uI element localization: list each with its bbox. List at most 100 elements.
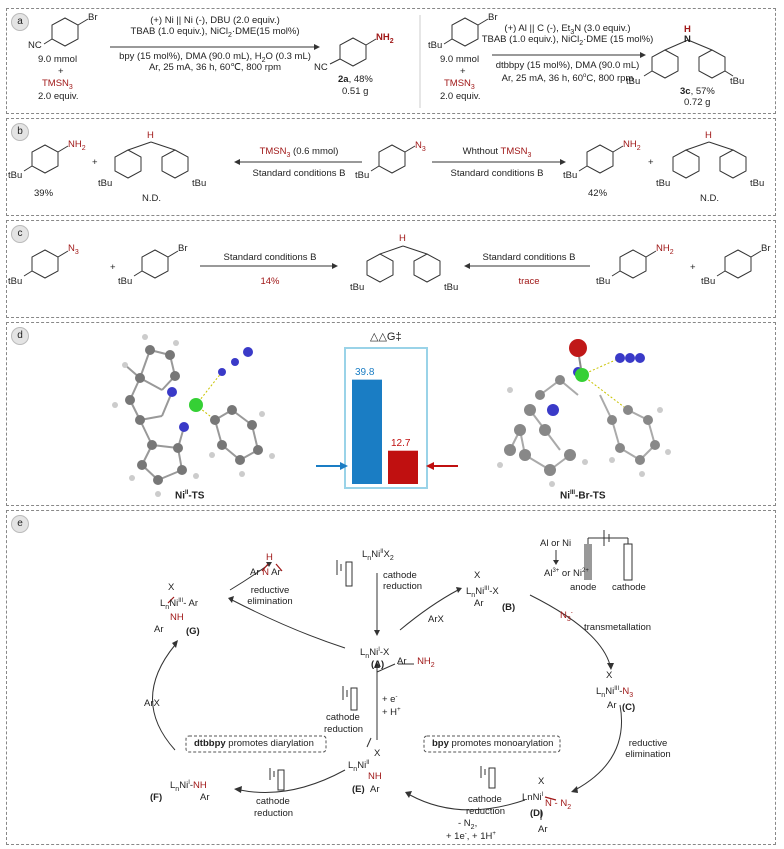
- cathode-label-f-2: reduction: [254, 808, 294, 819]
- cathode-label-f-1: cathode: [256, 796, 290, 807]
- mass-3c: 0.72 g: [684, 97, 711, 108]
- cathode-label-d-1: cathode: [468, 794, 502, 805]
- species-c: LnNiIII-N3: [596, 686, 634, 700]
- b-left-nd: N.D.: [142, 193, 161, 204]
- nh-label-3c-h: H: [684, 24, 691, 35]
- species-g-ar: Ar: [154, 624, 164, 635]
- arx-left: ArX: [144, 698, 160, 709]
- species-d: LnNiI: [522, 792, 544, 804]
- b-center-n3: N3: [415, 140, 426, 153]
- panel-a: a: [6, 8, 776, 114]
- panel-e: e: [6, 510, 776, 845]
- b-right-h: H: [705, 130, 712, 141]
- panel-label-b: b: [11, 123, 29, 141]
- product-diaryl-top: Ar N Ar: [250, 567, 281, 578]
- b-left-h: H: [147, 130, 154, 141]
- bpy-note: bpy promotes monoarylation: [432, 738, 554, 749]
- ar-nh2-product: Ar NH2: [397, 656, 435, 669]
- c-plus-2: +: [690, 262, 696, 273]
- c-center-tbu-2: tBu: [444, 282, 459, 293]
- nh-label-3c-n: N: [684, 34, 691, 45]
- cn-label-a1: NC: [28, 40, 42, 51]
- loss-n2: - N2,: [458, 818, 478, 831]
- species-g: LnNiIII- Ar: [160, 598, 198, 612]
- amount-a2: 9.0 mmol: [440, 54, 480, 65]
- conditions-a2-line2: TBAB (1.0 equiv.), NiCl2·DME (15 mol%): [481, 34, 654, 47]
- ni3-br-ts-label: NiIII-Br-TS: [560, 490, 606, 502]
- label-d: (D): [530, 808, 544, 819]
- b-left-yield: 39%: [34, 188, 54, 199]
- c-tbu-1: tBu: [8, 276, 23, 287]
- label-g: (G): [186, 626, 200, 637]
- b-left-tbu-3: tBu: [192, 178, 207, 189]
- plus-a1: +: [58, 66, 64, 77]
- species-b-ar: Ar: [474, 598, 484, 609]
- cathode-reduction-label-1: cathode: [383, 570, 417, 581]
- species-b: LnNiIII-X: [466, 586, 499, 600]
- label-f: (F): [150, 792, 163, 803]
- panel-b: b: [6, 118, 776, 216]
- species-e-ar: Ar: [370, 784, 380, 795]
- bar-value-label-0: 39.8: [355, 366, 375, 378]
- b-plus-2: +: [648, 157, 654, 168]
- bar-value-label-1: 12.7: [391, 437, 411, 449]
- c-center-tbu-1: tBu: [350, 282, 365, 293]
- chart-title: △△G‡: [370, 331, 402, 343]
- species-f: LnNiI-NH: [170, 780, 207, 794]
- yield-2a: 2a, 48%: [338, 74, 373, 85]
- label-e: (E): [352, 784, 365, 795]
- product-h-top: H: [266, 552, 273, 563]
- b-arrow-left-top: TMSN3 (0.6 mmol): [259, 146, 339, 159]
- tbu-label-3c-right: tBu: [730, 76, 745, 87]
- c-arrow-right-bot: trace: [518, 276, 540, 287]
- c-br-2: Br: [761, 243, 771, 254]
- c-tbu-4: tBu: [701, 276, 716, 287]
- c-tbu-3: tBu: [596, 276, 611, 287]
- species-a: LnNiI-X: [360, 647, 390, 661]
- plus-a2: +: [460, 66, 466, 77]
- c-br-1: Br: [178, 243, 188, 254]
- b-arrow-right-bot: Standard conditions B: [450, 168, 544, 179]
- species-g-x: X: [168, 582, 175, 593]
- cathode-label-d-2: reduction: [466, 806, 506, 817]
- species-d-n-n2: N - N2: [545, 798, 572, 811]
- conditions-a1-line2: TBAB (1.0 equiv.), NiCl2·DME(15 mol%): [130, 26, 300, 39]
- al-or-ni: Al or Ni: [540, 538, 572, 549]
- panel-label-d: d: [11, 327, 29, 345]
- transmetallation-label: transmetallation: [584, 622, 652, 633]
- tmsn3-a1: TMSN3: [42, 78, 73, 91]
- panel-c: c: [6, 220, 776, 318]
- conditions-a2-line4: Ar, 25 mA, 36 h, 60oC, 800 rpm: [501, 73, 634, 85]
- b-left-tbu: tBu: [8, 170, 23, 181]
- c-plus-1: +: [110, 262, 116, 273]
- equiv-a2: 2.0 equiv.: [440, 91, 481, 102]
- start-species: LnNiIIX2: [362, 549, 394, 563]
- tbu-label-3c-left: tBu: [626, 76, 641, 87]
- br-label-a2: Br: [488, 12, 498, 23]
- conditions-a1-line3: bpy (15 mol%), DMA (90.0 mL), H2O (0.3 m…: [119, 51, 311, 64]
- cathode-label-e-1: cathode: [326, 712, 360, 723]
- panel-d: d: [6, 322, 776, 506]
- br-label-a1: Br: [88, 12, 98, 23]
- reductive-elim-top-2: elimination: [247, 596, 293, 607]
- metal-ions: Al3+ or Ni2+: [544, 568, 589, 580]
- yield-3c: 3c, 57%: [680, 86, 715, 97]
- n3-minus: N3-: [560, 610, 573, 624]
- c-nh2: NH2: [656, 243, 674, 256]
- species-c-x: X: [606, 670, 613, 681]
- dtbbpy-note: dtbbpy promotes diarylation: [194, 738, 314, 749]
- species-f-ar: Ar: [200, 792, 210, 803]
- b-right-yield: 42%: [588, 188, 608, 199]
- label-b: (B): [502, 602, 516, 613]
- cathode-label: cathode: [612, 582, 646, 593]
- conditions-a1-line1: (+) Ni || Ni (-), DBU (2.0 equiv.): [150, 15, 280, 26]
- reductive-elim-right-1: reductive: [628, 738, 668, 749]
- label-a: (A): [371, 659, 385, 670]
- c-tbu-2: tBu: [118, 276, 133, 287]
- nh2-label-2a: NH2: [376, 32, 394, 45]
- c-arrow-left-top: Standard conditions B: [223, 252, 317, 263]
- conditions-a2-line3: dtbbpy (15 mol%), DMA (90.0 mL): [495, 60, 640, 71]
- species-c-ar: Ar: [607, 700, 617, 711]
- reductive-elim-right-2: elimination: [625, 749, 671, 760]
- b-right-tbu-3: tBu: [750, 178, 765, 189]
